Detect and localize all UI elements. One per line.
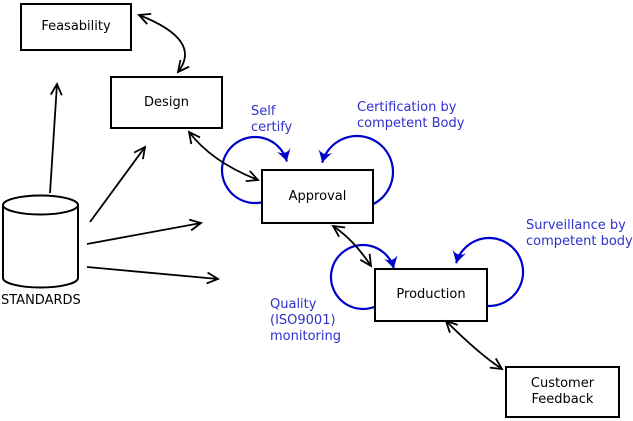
node-approval: Approval — [261, 169, 374, 224]
cylinder-top — [2, 194, 79, 216]
arrow-production-customer-feedback — [444, 319, 504, 371]
node-customer-feedback: Customer Feedback — [505, 366, 620, 418]
arrow-approval-production — [331, 224, 373, 268]
annotation-self-certify: Self certify — [251, 104, 293, 135]
annotation-certification: Certification by competent Body — [357, 100, 465, 131]
arrow-standards-design — [89, 145, 147, 223]
standards-label: STANDARDS — [1, 293, 81, 308]
arrow-standards-feasability — [49, 81, 63, 194]
node-design: Design — [110, 76, 223, 129]
standards-cylinder — [2, 194, 79, 289]
annotation-surveillance: Surveillance by competent body — [526, 218, 633, 249]
node-production: Production — [374, 268, 488, 322]
cylinder-body — [2, 205, 79, 289]
annotation-quality-monitoring: Quality (ISO9001) monitoring — [270, 297, 341, 344]
arrow-standards-approval — [86, 218, 203, 245]
node-design-label: Design — [144, 94, 189, 110]
arrow-design-approval — [187, 130, 260, 183]
arrow-standards-production — [86, 266, 221, 285]
node-feasability-label: Feasability — [41, 19, 111, 34]
node-feasability: Feasability — [20, 3, 132, 51]
arrow-feasability-design — [137, 12, 190, 74]
node-customer-feedback-label: Customer Feedback — [530, 376, 595, 407]
node-approval-label: Approval — [288, 188, 347, 204]
node-production-label: Production — [396, 287, 466, 302]
